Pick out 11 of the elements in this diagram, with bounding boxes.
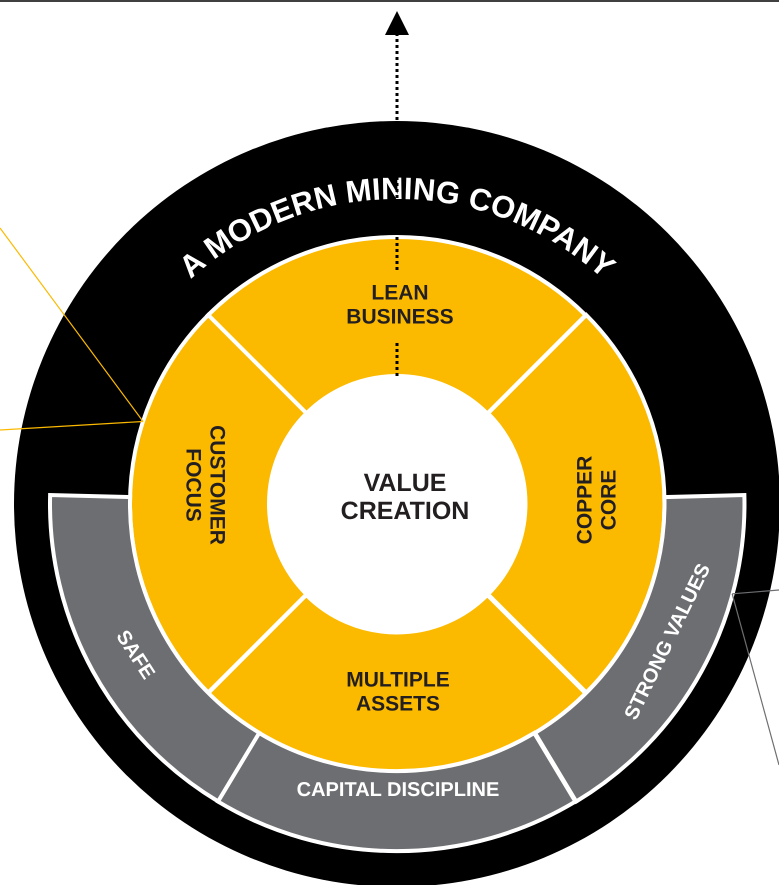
segment-label: COPPER CORE [573,454,620,546]
segment-label: CUSTOMER FOCUS [181,424,229,547]
leader-line [732,594,779,766]
segment-label: MULTIPLE ASSETS [345,668,451,716]
leader-line [0,228,144,422]
center-label: VALUE CREATION [340,469,470,525]
arrow [385,11,409,378]
segment-label: CAPITAL DISCIPLINE [296,778,500,802]
leader-line [732,589,779,594]
segment-label: LEAN BUSINESS [345,281,455,329]
leader-line [0,420,144,431]
